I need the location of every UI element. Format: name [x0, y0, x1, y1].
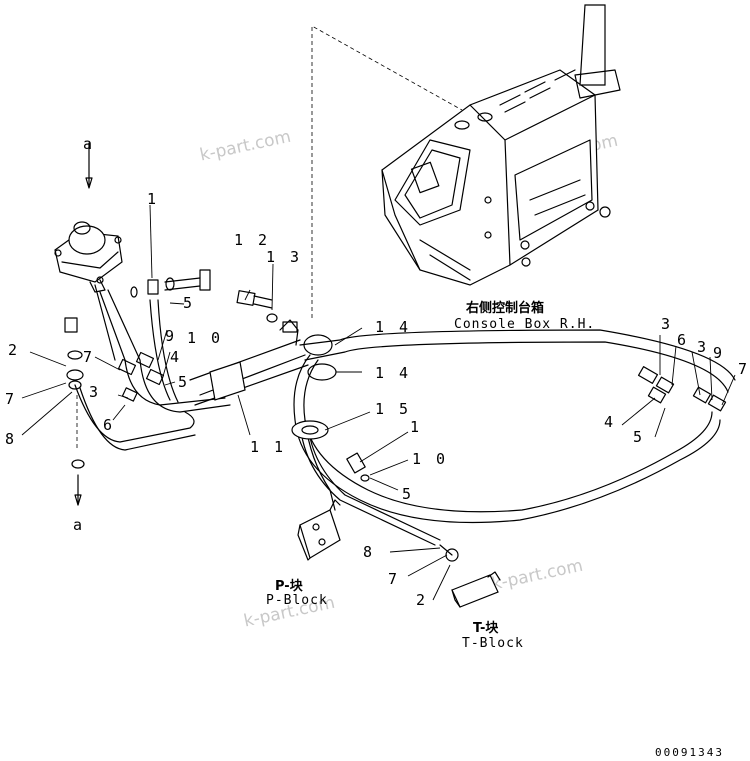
hose-run-right [293, 329, 736, 546]
label-3-right: 3 [661, 315, 674, 333]
console-box-caption-en: Console Box R.H. [454, 317, 596, 332]
p-block-caption-cn: P-块 [275, 579, 303, 594]
label-5-middle: 5 [402, 485, 415, 503]
label-14-lower: 1 4 [375, 364, 412, 382]
drawing-code: 00091343 [655, 746, 724, 759]
label-3-left: 3 [89, 383, 102, 401]
label-1-top: 1 [147, 190, 160, 208]
label-10-left: 1 0 [187, 329, 224, 347]
t-block-caption-cn: T-块 [473, 621, 499, 636]
left-fastener-stack [64, 142, 93, 506]
label-a-bottom: a [73, 516, 86, 534]
label-9-left: 9 [165, 327, 178, 345]
label-5-right: 5 [633, 428, 646, 446]
label-2-left: 2 [8, 341, 21, 359]
label-2-bottom: 2 [416, 591, 429, 609]
projection-line [311, 25, 463, 318]
label-7-right: 7 [738, 360, 750, 378]
t-block-drawing [439, 544, 501, 608]
label-6-left: 6 [103, 416, 116, 434]
label-15: 1 5 [375, 400, 412, 418]
hose-group-left [74, 299, 231, 451]
right-fittings [637, 366, 727, 412]
label-6-right: 6 [677, 331, 690, 349]
label-1-middle: 1 [410, 418, 423, 436]
t-block-caption-en: T-Block [462, 636, 524, 651]
tube-bundle [189, 319, 309, 406]
hose-clamps [291, 334, 337, 440]
label-4-right: 4 [604, 413, 617, 431]
label-10-middle: 1 0 [412, 450, 449, 468]
console-box-drawing [381, 4, 621, 286]
label-11: 1 1 [250, 438, 287, 456]
label-14-upper: 1 4 [375, 318, 412, 336]
label-7-bottom: 7 [388, 570, 401, 588]
label-7-left: 7 [83, 348, 96, 366]
label-5-top: 5 [183, 294, 196, 312]
ppc-valve-drawing [54, 221, 141, 361]
label-7-far-left: 7 [5, 390, 18, 408]
p-block-caption-en: P-Block [266, 593, 328, 608]
leader-lines [21, 204, 736, 601]
label-12: 1 2 [234, 231, 271, 249]
middle-fitting [346, 452, 370, 482]
label-9-right: 9 [713, 344, 726, 362]
label-3-right-2: 3 [697, 338, 710, 356]
label-13: 1 3 [266, 248, 303, 266]
console-box-caption-cn: 右侧控制台箱 [466, 301, 545, 316]
bolt-12-13 [236, 290, 278, 323]
bolt-near-valve [130, 269, 211, 298]
label-5-left: 5 [178, 373, 191, 391]
p-block-drawing [297, 499, 341, 561]
label-8-left: 8 [5, 430, 18, 448]
label-4-left: 4 [170, 348, 183, 366]
label-8-bottom: 8 [363, 543, 376, 561]
label-a-top: a [83, 135, 96, 153]
